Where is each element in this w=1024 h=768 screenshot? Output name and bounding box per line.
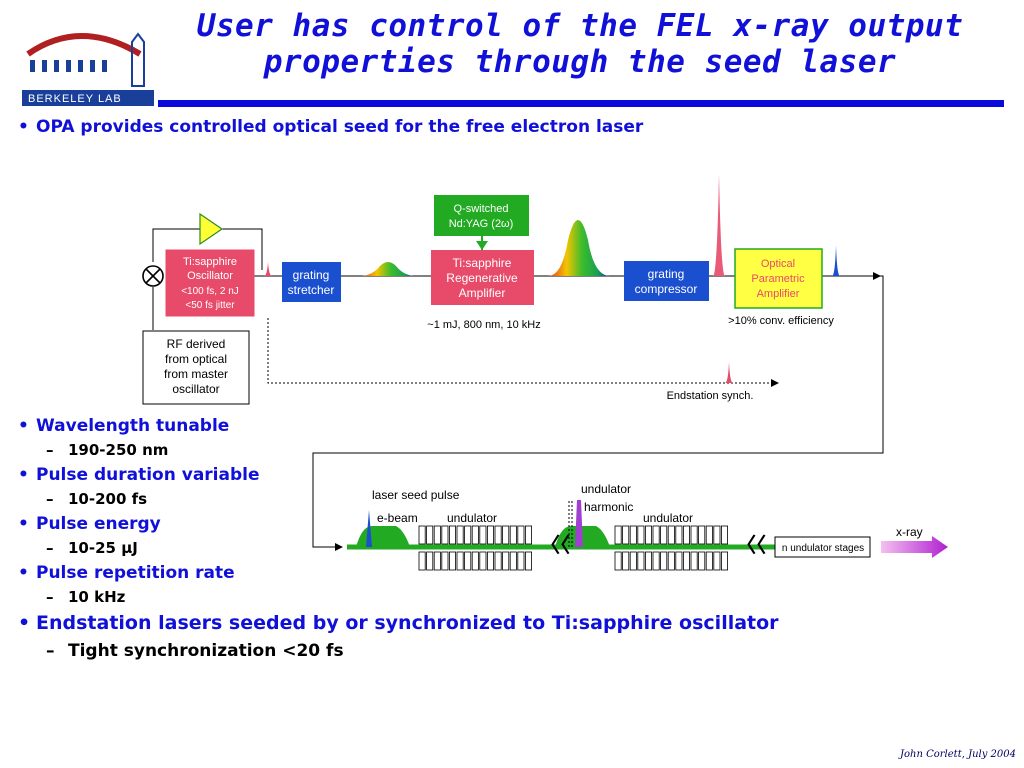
compressed-pulse-icon xyxy=(713,174,725,276)
title-line-2: properties through the seed laser xyxy=(263,44,897,80)
harmonic-pulse-icon xyxy=(575,500,583,547)
svg-text:Ti:sapphire: Ti:sapphire xyxy=(183,256,237,268)
grating-compressor-box: grating compressor xyxy=(624,261,709,301)
svg-text:from master: from master xyxy=(164,367,228,381)
svg-text:oscillator: oscillator xyxy=(172,382,219,396)
title-line-1: User has control of the FEL x-ray output xyxy=(196,8,964,44)
harmonic-label-1: undulator xyxy=(581,482,631,496)
berkeley-lab-logo: Berkeley Lab xyxy=(22,32,154,106)
undulator-1-label: undulator xyxy=(447,511,497,525)
seed-pulse-icon xyxy=(366,510,372,547)
svg-text:Oscillator: Oscillator xyxy=(187,270,233,282)
ebeam-label: e-beam xyxy=(377,511,418,525)
oscillator-box: Ti:sapphire Oscillator <100 fs, 2 nJ <50… xyxy=(165,249,255,317)
nd-yag-box: Q-switched Nd:YAG (2ω) xyxy=(434,195,529,236)
undulator-2-label: undulator xyxy=(643,511,693,525)
svg-text:compressor: compressor xyxy=(635,282,698,296)
chicane-2-icon: 〈〈 xyxy=(736,534,766,557)
svg-text:Parametric: Parametric xyxy=(751,273,805,285)
svg-text:<50 fs jitter: <50 fs jitter xyxy=(185,300,235,311)
rf-derived-box: RF derived from optical from master osci… xyxy=(142,330,250,405)
undulator-2 xyxy=(614,525,729,571)
svg-text:n undulator stages: n undulator stages xyxy=(782,543,864,554)
svg-text:Amplifier: Amplifier xyxy=(757,288,800,300)
logo-columns-icon xyxy=(30,60,107,72)
laser-seed-label: laser seed pulse xyxy=(372,488,460,502)
svg-text:grating: grating xyxy=(293,268,330,282)
amplifier-triangle-icon xyxy=(199,212,224,246)
oscillator-pulse-icon xyxy=(264,262,272,276)
endstation-label: Endstation synch. xyxy=(667,390,754,402)
svg-text:Q-switched: Q-switched xyxy=(453,203,508,215)
amplified-pulse-icon xyxy=(548,220,610,276)
endstation-pulse-icon xyxy=(725,362,733,383)
title-rule xyxy=(158,100,1004,107)
xray-arrow-icon xyxy=(881,536,948,558)
logo-text: Berkeley Lab xyxy=(28,93,122,105)
n-undulator-stages-box: n undulator stages xyxy=(774,536,871,558)
harmonic-label-2: harmonic xyxy=(584,500,633,514)
svg-text:grating: grating xyxy=(648,267,685,281)
undulator-1 xyxy=(418,525,533,571)
opa-spec-label: >10% conv. efficiency xyxy=(728,315,834,327)
ebeam-bunch-1-icon xyxy=(356,526,410,547)
svg-text:<100 fs, 2 nJ: <100 fs, 2 nJ xyxy=(181,286,239,297)
svg-text:stretcher: stretcher xyxy=(288,283,335,297)
svg-text:Regenerative: Regenerative xyxy=(446,271,518,285)
chicane-1-icon: 〈〈 xyxy=(540,534,570,557)
svg-text:Optical: Optical xyxy=(761,258,795,270)
svg-text:Ti:sapphire: Ti:sapphire xyxy=(453,256,512,270)
stretched-pulse-icon xyxy=(360,262,416,276)
svg-text:RF derived: RF derived xyxy=(167,337,226,351)
svg-text:from optical: from optical xyxy=(165,352,227,366)
grating-stretcher-box: grating stretcher xyxy=(282,262,341,302)
xray-label: x-ray xyxy=(896,525,923,539)
regen-amplifier-box: Ti:sapphire Regenerative Amplifier xyxy=(431,250,534,305)
footer-credit: John Corlett, July 2004 xyxy=(900,749,1016,760)
opa-box: Optical Parametric Amplifier xyxy=(734,248,823,309)
svg-text:Amplifier: Amplifier xyxy=(459,286,506,300)
regen-spec-label: ~1 mJ, 800 nm, 10 kHz xyxy=(427,319,540,331)
opa-pulse-icon xyxy=(832,245,840,276)
slide-title: User has control of the FEL x-ray output… xyxy=(160,8,1000,80)
svg-text:Nd:YAG (2ω): Nd:YAG (2ω) xyxy=(449,218,514,230)
